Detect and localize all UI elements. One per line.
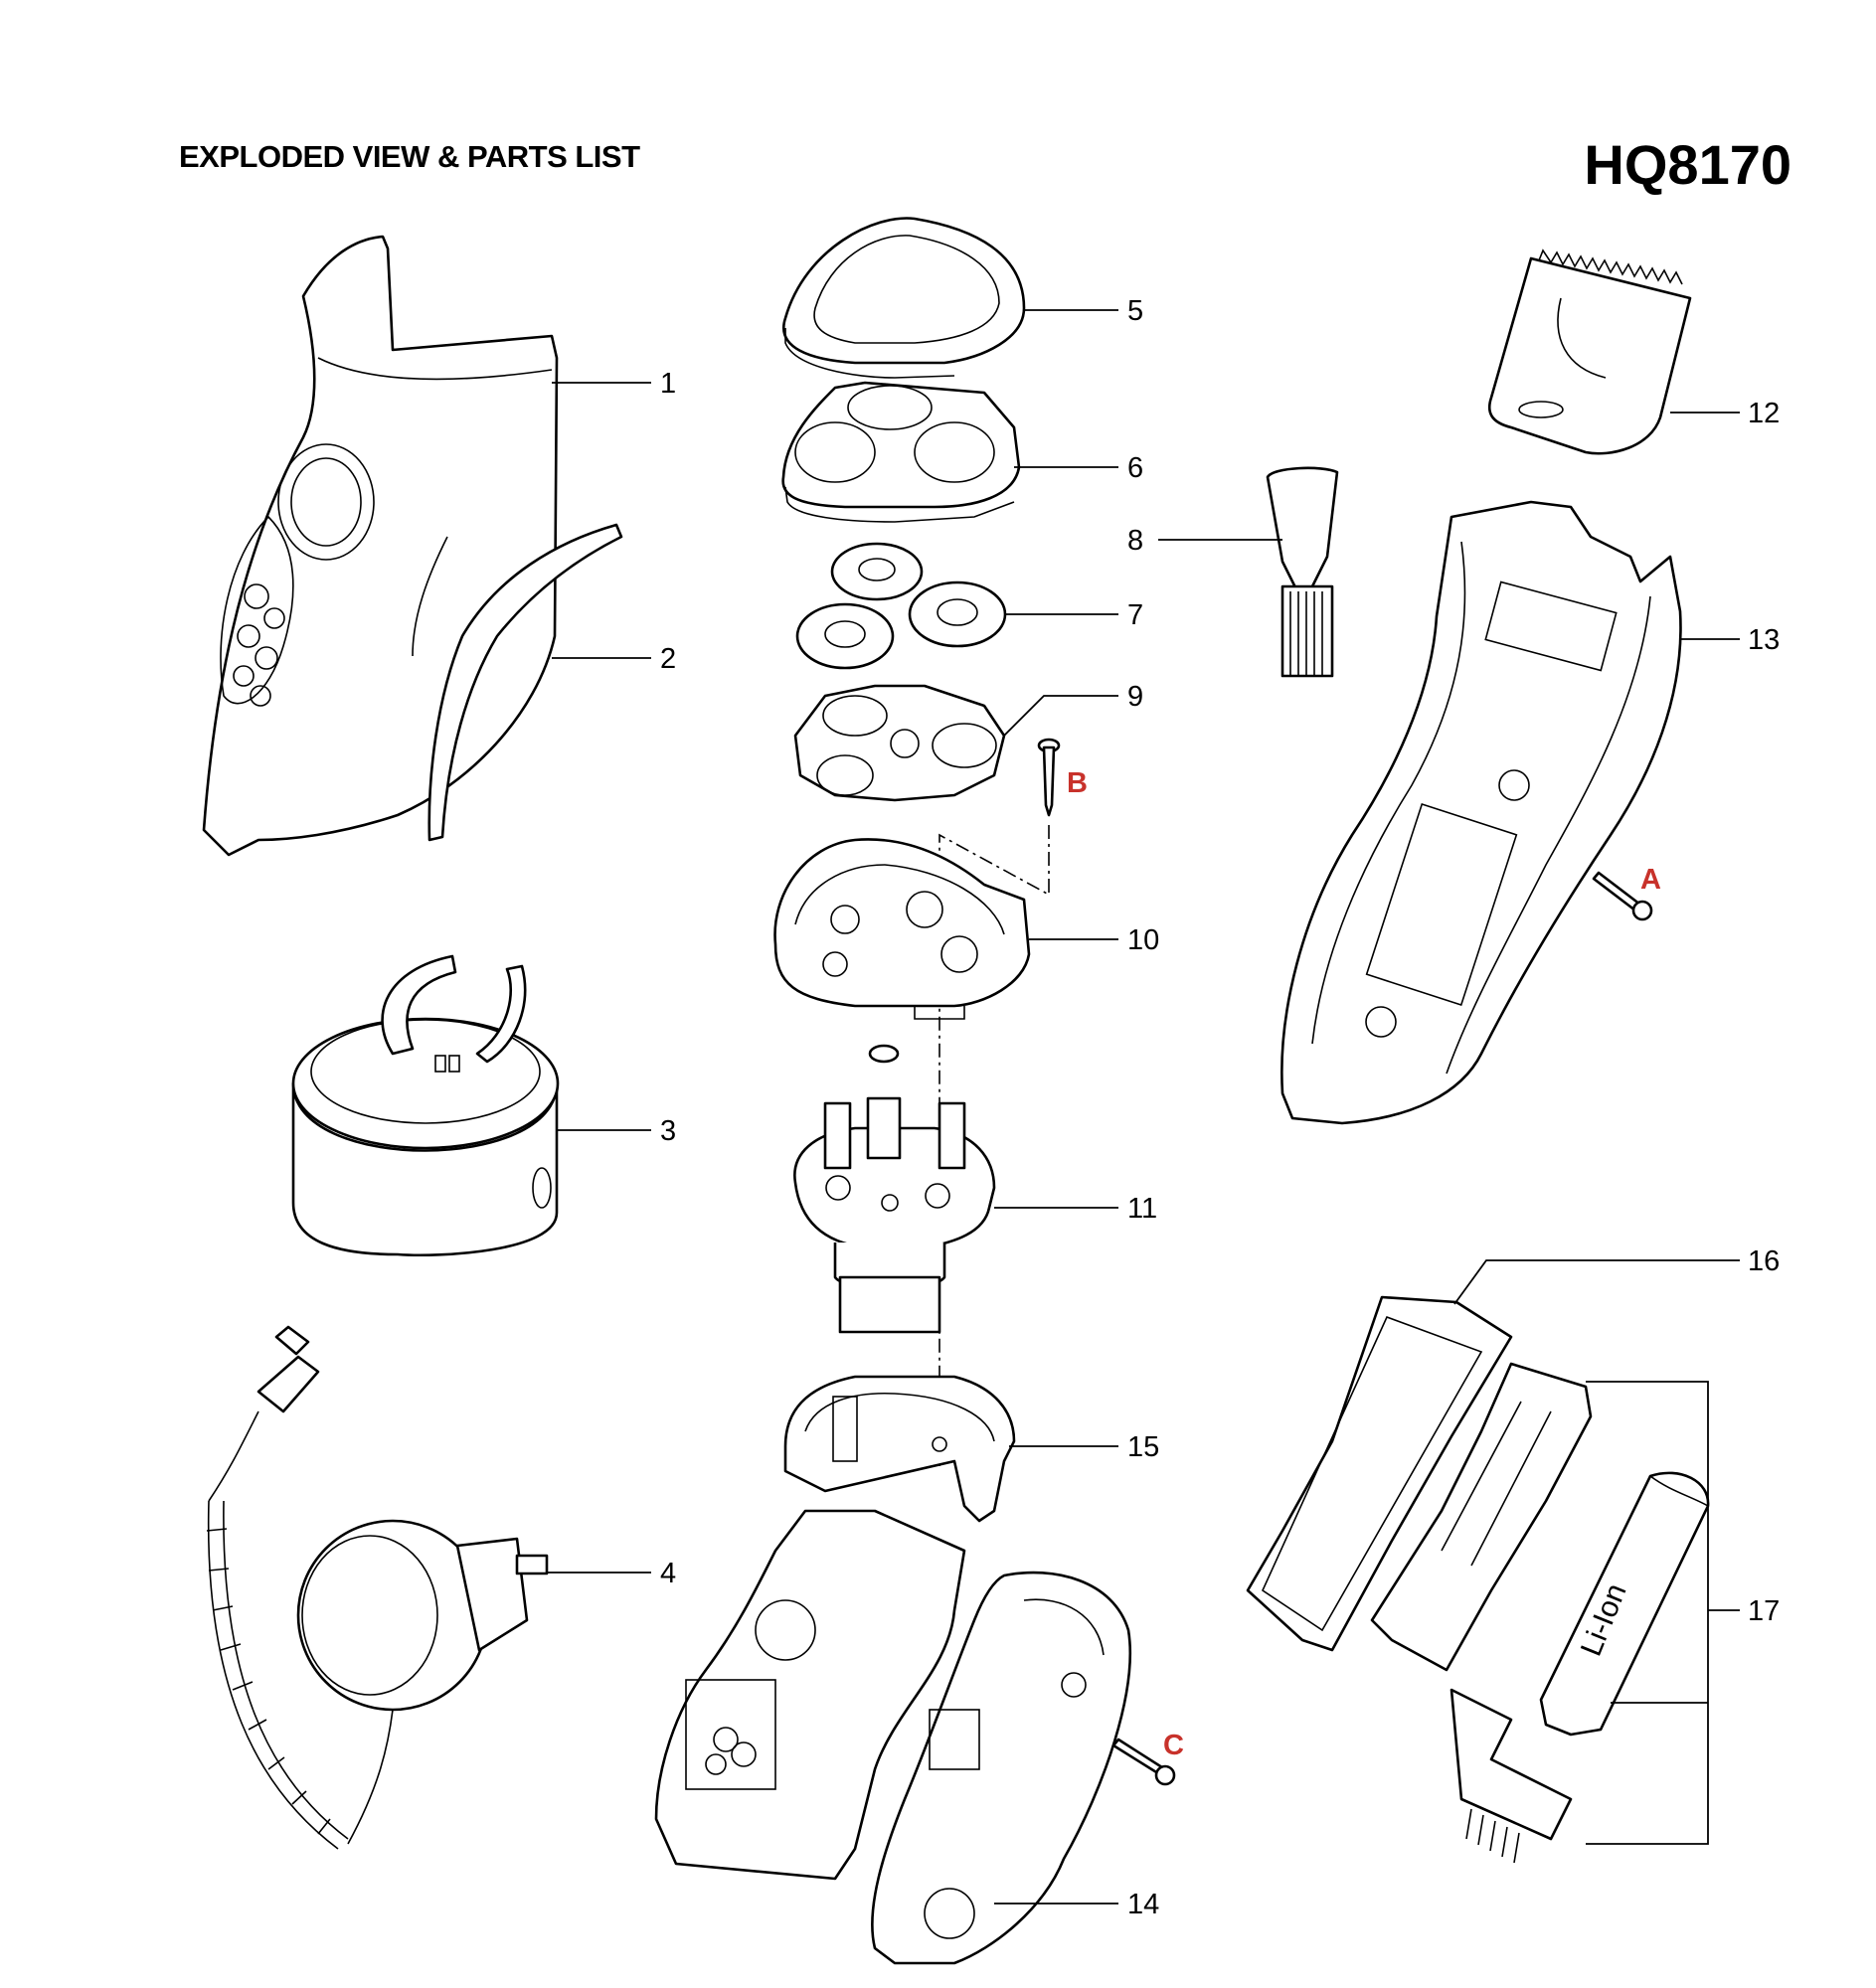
callout-5: 5 xyxy=(1127,295,1143,327)
part-12-trimmer xyxy=(1487,248,1692,455)
screw-b xyxy=(1037,738,1061,817)
callout-9: 9 xyxy=(1127,681,1143,713)
alignment-line-b xyxy=(938,825,1050,1466)
callout-17: 17 xyxy=(1748,1595,1780,1627)
part-5-protection-cap xyxy=(782,217,1026,379)
callout-3: 3 xyxy=(660,1115,676,1147)
part-9-blade-holder xyxy=(793,684,1006,802)
leader-lines xyxy=(547,309,1740,1905)
part-10-unit-holder xyxy=(773,838,1031,1020)
callout-13: 13 xyxy=(1748,624,1780,656)
callout-7: 7 xyxy=(1127,599,1143,631)
callout-2: 2 xyxy=(660,643,676,675)
part-13-rear-cover xyxy=(1280,500,1682,1125)
part-3-charging-stand xyxy=(291,954,560,1257)
callout-11: 11 xyxy=(1127,1193,1157,1225)
screw-c xyxy=(1111,1738,1176,1786)
part-17-battery-assembly: Li-Ion xyxy=(1370,1362,1710,1864)
callout-8: 8 xyxy=(1127,525,1143,557)
inner-housing-body xyxy=(654,1509,966,1881)
part-4-adapter-cord xyxy=(206,1325,549,1850)
callout-12: 12 xyxy=(1748,398,1780,429)
callout-numbers: 1 2 3 4 5 6 7 8 9 10 11 12 13 14 15 16 1… xyxy=(660,295,1780,1920)
callout-10: 10 xyxy=(1127,924,1159,956)
part-14-rear-housing xyxy=(871,1571,1132,1965)
screw-label-c: C xyxy=(1163,1730,1184,1761)
part-11-drive-unit xyxy=(793,1044,996,1334)
callout-15: 15 xyxy=(1127,1431,1159,1463)
screw-a xyxy=(1592,871,1653,921)
part-7-cutters xyxy=(795,542,1007,670)
part-8-cleaning-brush xyxy=(1266,466,1339,678)
part-1-front-housing xyxy=(202,235,559,857)
callout-6: 6 xyxy=(1127,452,1143,484)
part-16-battery-cover xyxy=(1246,1295,1513,1652)
callout-4: 4 xyxy=(660,1558,676,1589)
part-6-shaving-frame xyxy=(781,381,1021,523)
screw-label-b: B xyxy=(1067,767,1088,799)
callout-16: 16 xyxy=(1748,1245,1780,1277)
part-15-inner-frame xyxy=(783,1375,1016,1523)
model-number: HQ8170 xyxy=(1584,133,1791,196)
callout-14: 14 xyxy=(1127,1889,1159,1920)
part-2-side-panel xyxy=(427,523,623,842)
page-title: EXPLODED VIEW & PARTS LIST xyxy=(179,139,640,174)
callout-1: 1 xyxy=(660,368,676,400)
screw-label-a: A xyxy=(1640,864,1661,896)
